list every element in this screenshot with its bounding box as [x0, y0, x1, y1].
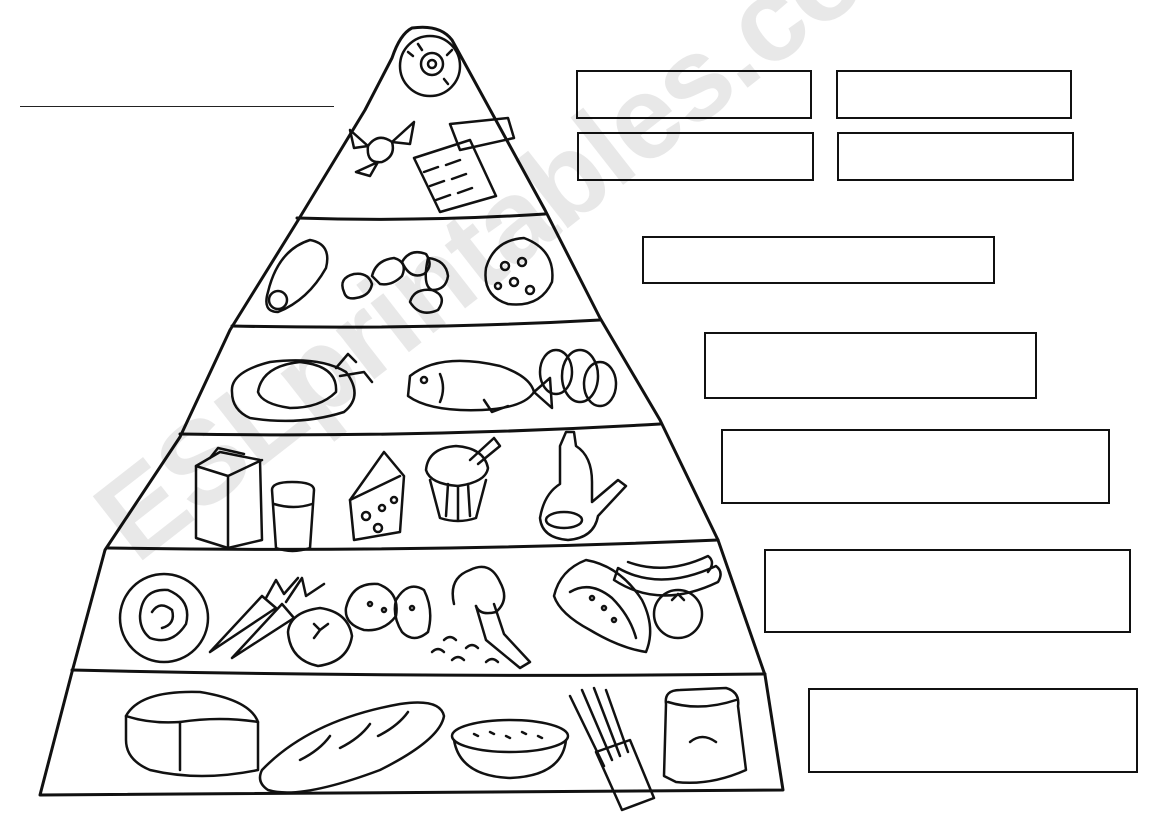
bananas-icon	[612, 554, 722, 597]
answer-box-sweets-2[interactable]	[836, 70, 1072, 119]
cabbage-icon	[118, 572, 210, 664]
pyramid-divider-5	[70, 668, 767, 677]
tomato-icon	[286, 606, 354, 668]
wrapped-candy-icon	[348, 120, 416, 178]
rice-bowl-icon	[450, 718, 570, 780]
answer-box-sweets-4[interactable]	[837, 132, 1074, 181]
spaghetti-icon	[568, 686, 656, 812]
carrots-icon	[208, 576, 326, 660]
pyramid-divider-2	[230, 318, 602, 329]
donut-icon	[398, 34, 462, 98]
salami-icon	[265, 238, 329, 314]
milk-carton-icon	[194, 446, 264, 550]
flour-sack-icon	[662, 686, 748, 785]
bread-loaf-icon	[124, 690, 260, 778]
answer-box-meats[interactable]	[642, 236, 995, 284]
answer-box-fruits-vegetables[interactable]	[764, 549, 1131, 633]
answer-box-sweets-1[interactable]	[576, 70, 812, 119]
glass-of-milk-icon	[270, 480, 316, 553]
pyramid-divider-1	[295, 212, 547, 221]
yogurt-icon	[424, 436, 502, 523]
fish-icon	[406, 359, 554, 414]
broccoli-icon	[430, 565, 532, 670]
potatoes-icon	[344, 582, 432, 640]
watermelon-icon	[552, 558, 652, 654]
answer-box-grains[interactable]	[808, 688, 1138, 773]
roast-chicken-icon	[230, 352, 374, 423]
answer-box-dairy[interactable]	[721, 429, 1110, 504]
orange-icon	[652, 588, 704, 640]
cheese-icon	[348, 450, 406, 542]
pyramid-divider-3	[178, 422, 662, 437]
chocolate-bar-icon	[412, 116, 516, 214]
eggs-icon	[538, 348, 618, 408]
pyramid-divider-4	[106, 538, 720, 551]
sausage-slice-icon	[484, 236, 554, 306]
answer-box-proteins[interactable]	[704, 332, 1037, 399]
pyramid-outline	[38, 25, 785, 797]
answer-box-sweets-3[interactable]	[577, 132, 814, 181]
sausages-icon	[341, 251, 450, 314]
name-line[interactable]	[20, 106, 334, 107]
baguette-icon	[258, 701, 446, 794]
olive-oil-bottle-icon	[538, 430, 628, 542]
